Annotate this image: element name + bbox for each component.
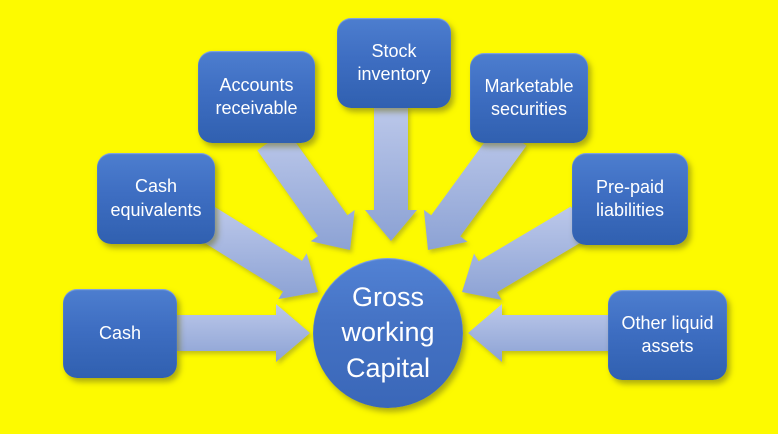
node-other-liquid-assets: Other liquid assets bbox=[608, 290, 727, 380]
arrow-accounts-receivable-to-center bbox=[257, 129, 355, 250]
arrow-other-liquid-assets-to-center bbox=[468, 304, 612, 362]
node-cash-label: Cash bbox=[98, 322, 142, 343]
node-cash-equivalents-label: Cash equivalents bbox=[110, 176, 202, 220]
node-accounts-receivable-label: Accounts receivable bbox=[215, 74, 298, 118]
node-stock-inventory: Stock inventory bbox=[337, 18, 451, 108]
arrow-cash-to-center bbox=[177, 304, 310, 362]
arrow-cash-equivalents-to-center bbox=[195, 206, 318, 300]
center-node-label: Gross working Capital bbox=[341, 282, 435, 383]
node-accounts-receivable: Accounts receivable bbox=[198, 51, 315, 143]
arrow-stock-inventory-to-center bbox=[365, 106, 417, 241]
node-cash: Cash bbox=[63, 289, 177, 378]
node-pre-paid-liabilities: Pre-paid liabilities bbox=[572, 153, 688, 245]
node-other-liquid-assets-label: Other liquid assets bbox=[621, 312, 714, 356]
node-marketable-securities-label: Marketable securities bbox=[484, 75, 574, 119]
node-cash-equivalents: Cash equivalents bbox=[97, 153, 215, 244]
center-node-gross-working-capital: Gross working Capital bbox=[313, 258, 463, 408]
node-marketable-securities: Marketable securities bbox=[470, 53, 588, 143]
node-stock-inventory-label: Stock inventory bbox=[357, 40, 431, 84]
node-pre-paid-liabilities-label: Pre-paid liabilities bbox=[595, 176, 665, 220]
arrow-pre-paid-liabilities-to-center bbox=[462, 206, 590, 300]
arrow-marketable-securities-to-center bbox=[423, 124, 527, 250]
